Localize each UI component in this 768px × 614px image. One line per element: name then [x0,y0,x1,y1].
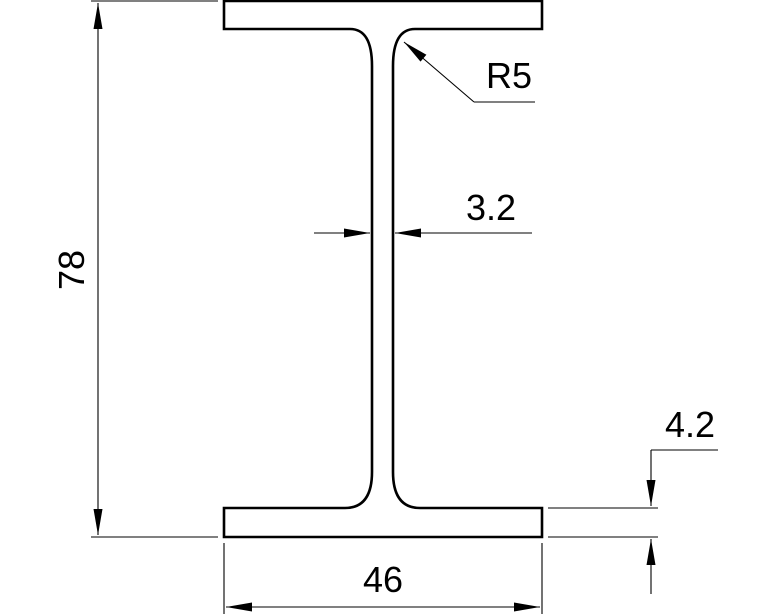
height-dimension: 78 [51,0,218,538]
arrow-up-icon [93,3,103,29]
i-beam-profile [222,0,544,539]
radius-label: R5 [486,55,532,96]
fillet-radius-dimension: R5 [403,41,535,103]
width-label: 46 [363,559,403,600]
i-beam-outline [222,0,544,539]
arrow-left-icon [395,228,421,238]
flange-thickness-label: 4.2 [665,404,715,445]
arrow-right-icon [344,228,370,238]
web-thickness-label: 3.2 [466,187,516,228]
arrow-icon [404,42,427,62]
arrow-down-icon [646,480,656,506]
web-thickness-dimension: 3.2 [314,187,532,238]
width-dimension: 46 [223,543,543,614]
arrow-down-icon [93,509,103,535]
flange-thickness-dimension: 4.2 [548,404,718,594]
height-label: 78 [51,250,92,290]
arrow-up-icon [646,539,656,565]
arrow-right-icon [514,602,540,612]
arrow-left-icon [226,602,252,612]
